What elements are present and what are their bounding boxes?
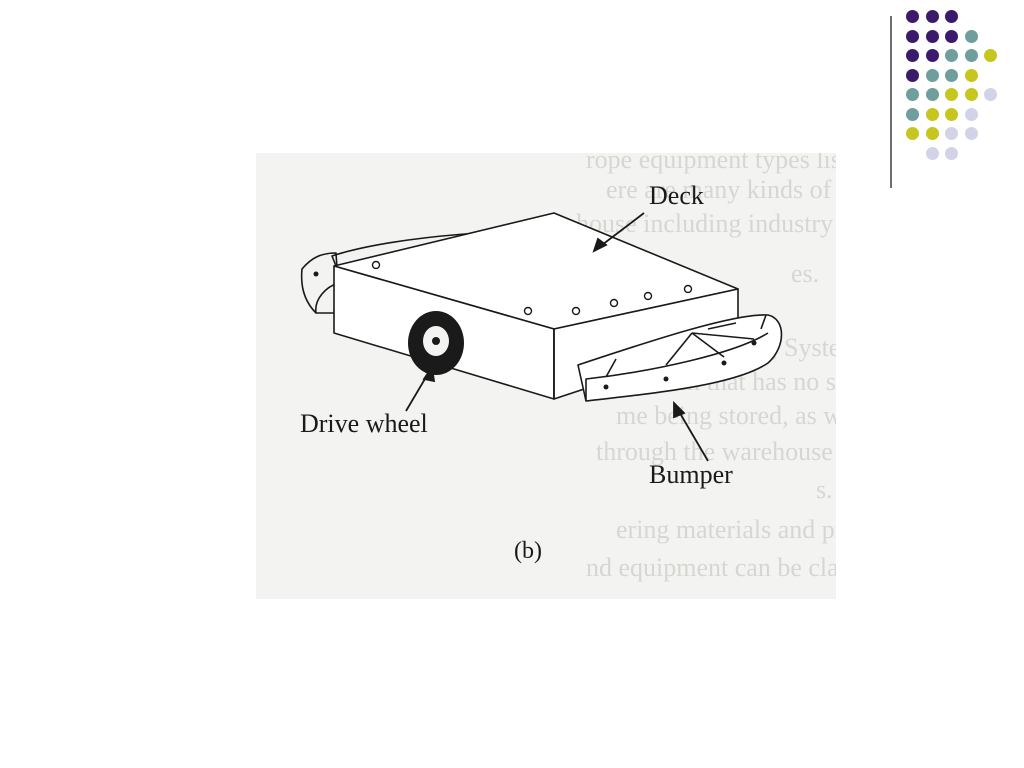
- decorative-dot: [964, 68, 978, 82]
- bleed-line: es.: [791, 259, 820, 288]
- decorative-dot: [945, 49, 958, 62]
- decorative-dot: [964, 107, 978, 121]
- decorative-dot: [945, 107, 958, 121]
- decorative-dot: [945, 68, 958, 82]
- decorative-dot: [925, 88, 939, 101]
- decorative-dot: [964, 49, 978, 62]
- agv-diagram-figure: rope equipment types listed i ere are ma…: [256, 153, 836, 599]
- decorative-dot: [984, 88, 997, 101]
- decorative-dot: [925, 29, 939, 43]
- decorative-dot: [925, 49, 939, 62]
- decorative-dot: [925, 107, 939, 121]
- decorative-dot: [925, 10, 939, 23]
- bleed-line: me being stored, as well as: [616, 401, 836, 430]
- decorative-dot: [925, 146, 939, 160]
- agv-line-drawing: [300, 212, 783, 462]
- decorative-dot: [906, 88, 919, 101]
- decorative-dot: [945, 127, 958, 140]
- bleed-line: through the warehouse or distr: [596, 437, 836, 466]
- vertical-divider-rule: [890, 16, 892, 188]
- bumper-label: Bumper: [649, 460, 733, 489]
- decorative-dot: [925, 127, 939, 140]
- decorative-dot: [945, 29, 958, 43]
- decorative-dot: [906, 68, 919, 82]
- decorative-dot: [964, 29, 978, 43]
- decorative-dot: [906, 10, 919, 23]
- drive-wheel: [408, 311, 464, 375]
- decorative-dot: [925, 68, 939, 82]
- bleed-line: s. Accordingly, companies mus: [816, 475, 836, 504]
- drive-wheel-label: Drive wheel: [300, 409, 428, 438]
- decorative-dot-grid: [906, 10, 1006, 160]
- decorative-dot: [945, 88, 958, 101]
- bleed-line: ere are many kinds of transpo: [606, 175, 836, 204]
- decorative-dot: [945, 10, 958, 23]
- decorative-dot: [906, 29, 919, 43]
- rear-bumper-side: [300, 252, 339, 314]
- bleed-line: rope equipment types listed i: [586, 153, 836, 174]
- bleed-line: house including industry tra: [576, 209, 836, 238]
- decorative-dot: [945, 146, 958, 160]
- decorative-dot: [984, 49, 997, 62]
- decorative-dot: [906, 49, 919, 62]
- decorative-dot: [964, 88, 978, 101]
- decorative-dot: [906, 127, 919, 140]
- figure-caption: (b): [514, 538, 542, 564]
- deck-label: Deck: [649, 181, 704, 210]
- bleed-line: ering materials and products: [616, 515, 836, 544]
- bleed-line: nd equipment can be classifie: [586, 553, 836, 582]
- decorative-dot: [906, 107, 919, 121]
- decorative-dot: [964, 127, 978, 140]
